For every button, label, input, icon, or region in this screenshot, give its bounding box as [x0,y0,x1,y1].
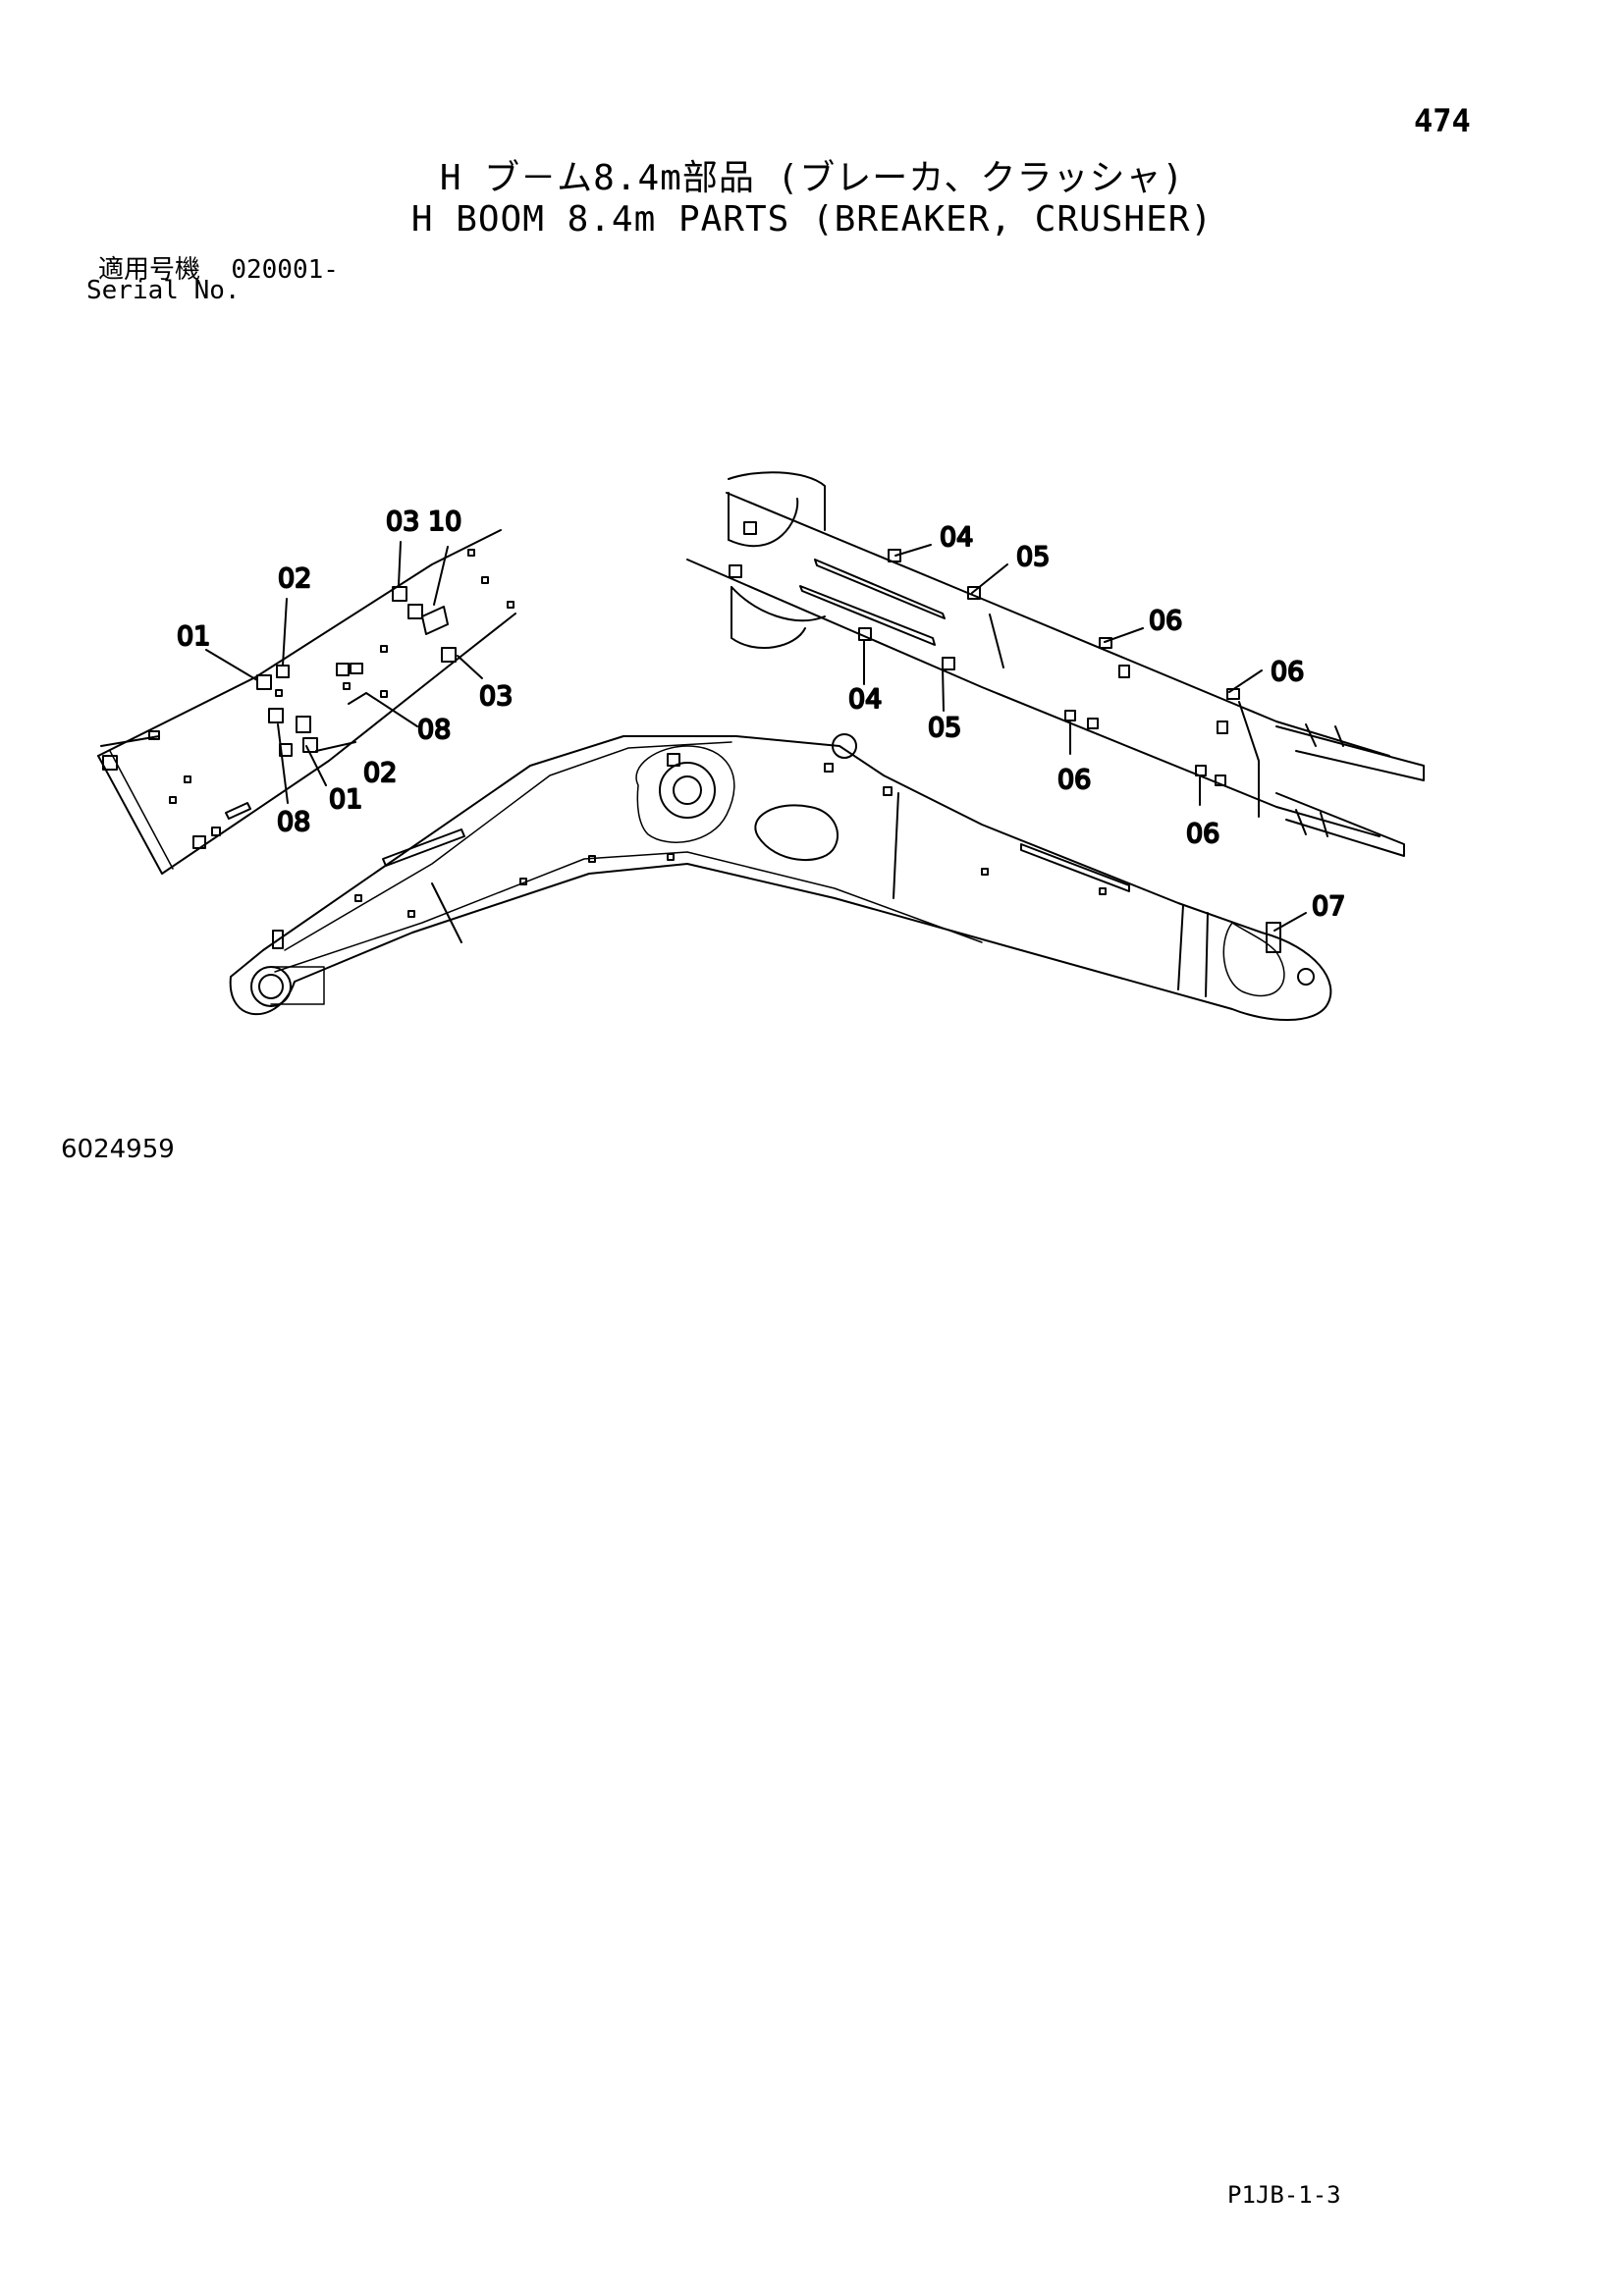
boom-foot-detail [97,529,516,875]
main-boom [229,733,1332,1021]
serial-row: 適用号機 020001- [98,249,339,286]
callout-08: 08 [277,807,310,837]
callout-03: 03 [479,681,513,712]
callout-03-10: 03 10 [386,507,461,537]
callout-07: 07 [1312,891,1345,922]
callout-06: 06 [1057,765,1091,795]
callout-06: 06 [1271,657,1304,687]
callout-02: 02 [278,563,311,594]
serial-value: 020001- [231,255,339,285]
boom-parts-diagram: 01 02 03 10 08 03 02 01 08 04 05 06 06 0… [97,471,1425,1021]
footer-code: P1JB-1-3 [1227,2181,1341,2209]
drawing-code: 6024959 [61,1135,175,1164]
page-number: 474 [1414,102,1471,139]
serial-label-jp: 適用号機 [98,255,201,285]
callout-01: 01 [329,784,362,815]
title-english: H BOOM 8.4m PARTS (BREAKER, CRUSHER) [410,199,1214,240]
callout-05: 05 [928,713,961,743]
callout-06: 06 [1149,606,1182,636]
boom-head-detail [686,471,1425,857]
callout-02: 02 [363,758,397,788]
callout-05: 05 [1016,542,1050,572]
callout-06: 06 [1186,819,1219,849]
callout-08: 08 [417,715,451,745]
callout-01: 01 [177,621,210,652]
title-japanese: H ブ－ム8.4m部品 (ブレーカ、クラッシャ) [439,158,1185,198]
callout-04: 04 [848,684,882,715]
serial-label-en: Serial No. [86,276,241,305]
callout-04: 04 [940,522,973,553]
